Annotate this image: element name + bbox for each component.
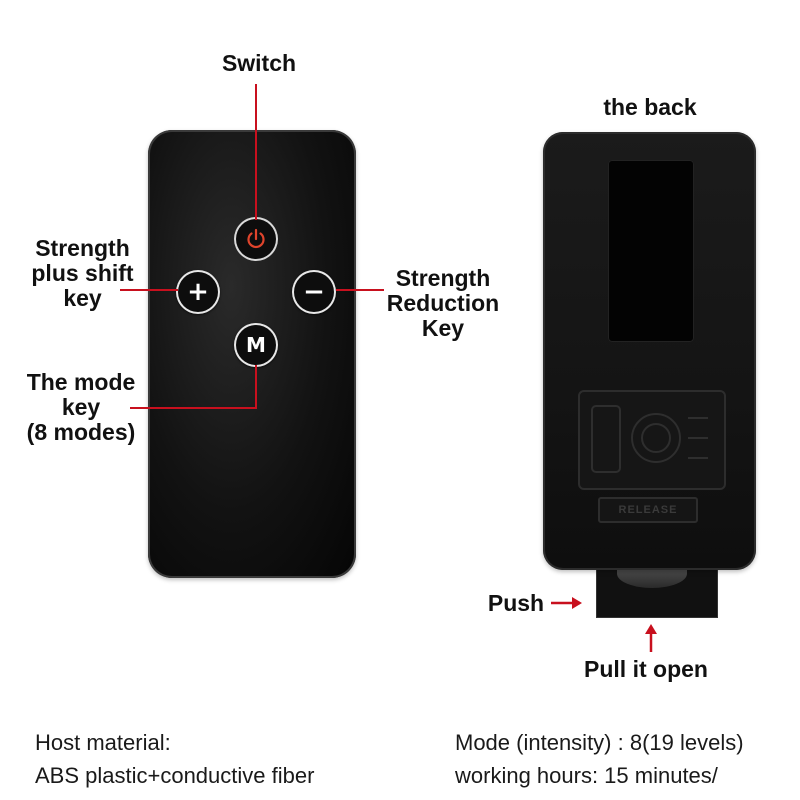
mode-callout-line (130, 365, 257, 409)
mode-button-label: M (246, 333, 266, 357)
strength-plus-button[interactable]: + (176, 270, 220, 314)
release-tab[interactable]: RELEASE (598, 497, 698, 523)
ir-window (608, 160, 694, 342)
strength-minus-button[interactable]: − (292, 270, 336, 314)
mode-button[interactable]: M (234, 323, 278, 367)
working-hours-spec: working hours: 15 minutes/ (455, 763, 718, 788)
minus-icon: − (303, 277, 325, 307)
mode-key-label: The mode key (8 modes) (26, 369, 136, 445)
push-label: Push (487, 590, 545, 616)
battery-diagram-icon (591, 405, 708, 473)
mode-intensity-spec: Mode (intensity) : 8(19 levels) (455, 730, 744, 755)
back-title: the back (603, 94, 697, 120)
power-button[interactable] (234, 217, 278, 261)
strength-plus-label: Strength plus shift key (31, 235, 134, 311)
spec-left: Host material: ABS plastic+conductive fi… (35, 726, 314, 792)
strength-reduction-label: Strength Reduction Key (386, 265, 500, 341)
pull-open-label: Pull it open (584, 656, 708, 682)
battery-diagram-panel (578, 390, 726, 490)
host-material-value: ABS plastic+conductive fiber (35, 763, 315, 788)
spec-right: Mode (intensity) : 8(19 levels) working … (455, 726, 744, 792)
plus-icon: + (187, 277, 209, 307)
power-icon (247, 228, 265, 249)
host-material-heading: Host material: (35, 730, 171, 755)
switch-label: Switch (221, 50, 297, 76)
